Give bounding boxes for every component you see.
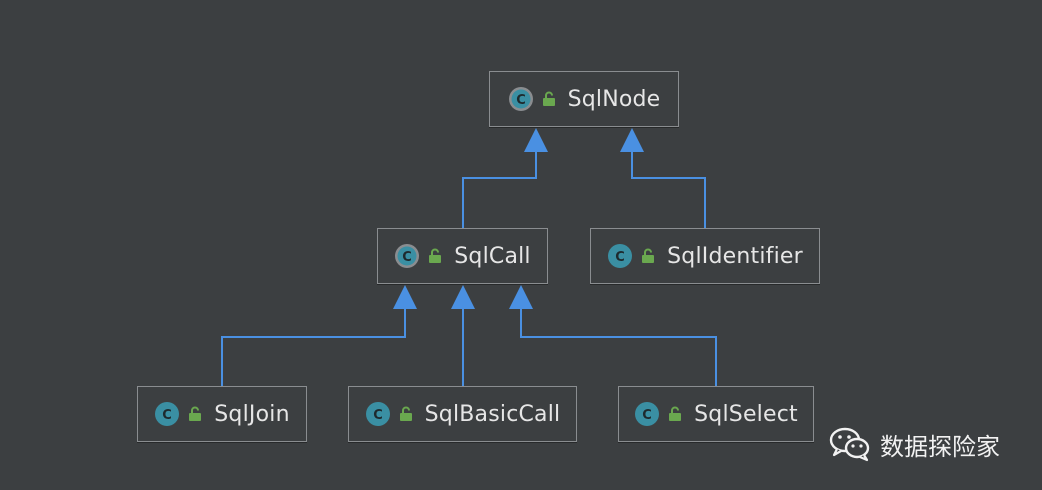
- lock-icon: [641, 248, 655, 264]
- edge-sqljoin-sqlcall: [221, 307, 406, 386]
- lock-icon: [428, 248, 442, 264]
- class-icon-letter: C: [642, 408, 652, 423]
- edge-sqlcall-sqlnode: [462, 150, 537, 228]
- class-node-sqlidentifier[interactable]: C SqlIdentifier: [590, 228, 820, 284]
- class-icon-letter: C: [402, 250, 412, 265]
- class-icon-letter: C: [162, 408, 172, 423]
- arrowhead-sqlcall-right: [509, 285, 533, 309]
- lock-icon: [399, 406, 413, 422]
- edge-sqlidentifier-sqlnode: [631, 150, 706, 228]
- class-node-sqlselect[interactable]: C SqlSelect: [618, 386, 814, 442]
- arrowhead-sqlcall-middle: [451, 285, 475, 309]
- class-name-label: SqlBasicCall: [424, 401, 561, 427]
- class-node-sqlcall[interactable]: C SqlCall: [377, 228, 548, 284]
- class-icon-letter: C: [615, 250, 625, 265]
- lock-icon: [542, 91, 556, 107]
- class-name-label: SqlCall: [454, 243, 531, 269]
- class-node-sqlnode[interactable]: C SqlNode: [489, 71, 679, 127]
- lock-icon: [668, 406, 682, 422]
- class-icon: C: [634, 401, 660, 427]
- abstract-class-icon: C: [508, 86, 534, 112]
- edge-sqlselect-sqlcall: [520, 307, 717, 386]
- class-name-label: SqlSelect: [694, 401, 798, 427]
- class-icon-letter: C: [516, 93, 526, 108]
- class-icon: C: [607, 243, 633, 269]
- class-icon-letter: C: [373, 408, 383, 423]
- arrowhead-sqlnode-right: [620, 128, 644, 152]
- arrowhead-sqlnode-left: [524, 128, 548, 152]
- class-name-label: SqlNode: [567, 86, 661, 112]
- class-icon: C: [365, 401, 391, 427]
- wechat-icon: [829, 427, 870, 462]
- class-name-label: SqlJoin: [214, 401, 290, 427]
- abstract-class-icon: C: [394, 243, 420, 269]
- class-name-label: SqlIdentifier: [667, 243, 803, 269]
- class-node-sqlbasiccall[interactable]: C SqlBasicCall: [348, 386, 577, 442]
- class-node-sqljoin[interactable]: C SqlJoin: [137, 386, 307, 442]
- watermark-text: 数据探险家: [880, 432, 1000, 461]
- lock-icon: [188, 406, 202, 422]
- watermark: 数据探险家: [828, 424, 1000, 464]
- class-icon: C: [154, 401, 180, 427]
- arrowhead-sqlcall-left: [393, 285, 417, 309]
